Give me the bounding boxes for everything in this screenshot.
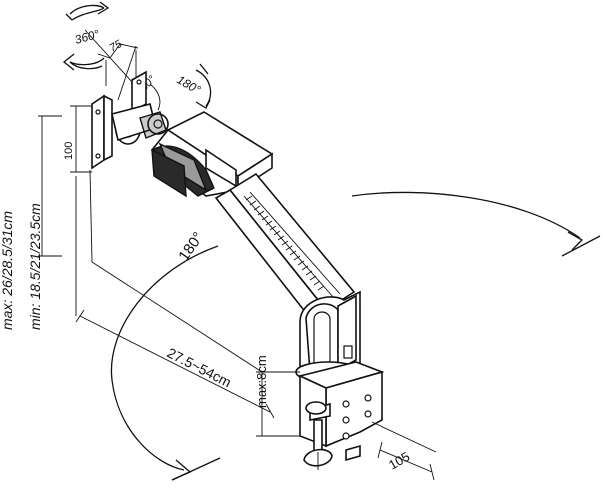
plate-height-dimension [70, 105, 92, 173]
tilt-head [111, 103, 169, 145]
tilt-arrow-icon [195, 63, 211, 109]
base-dimension [371, 421, 437, 481]
swing-180-label: 180° [175, 229, 207, 264]
plate-100-label: 100 [63, 142, 75, 160]
height-max-label: max: 26/28.5/31cm [0, 211, 15, 330]
reach-label: 27.5~54cm [165, 344, 234, 390]
forearm [214, 172, 356, 320]
desk-clamp [297, 361, 385, 470]
swivel-arc [149, 83, 161, 111]
desk-dimension [256, 371, 300, 437]
tilt-180-label: 180° [175, 72, 204, 97]
height-min-label: min: 18.5/21/23.5cm [27, 203, 43, 330]
rotation-arrow-icon [62, 1, 110, 71]
upper-arm [150, 111, 274, 198]
swing-arc-right [351, 191, 601, 257]
desk-max-label: max:8cm [254, 355, 269, 408]
swing-arc-left [110, 245, 221, 481]
reach-dimension [75, 169, 275, 419]
head-dimension-lines [84, 29, 139, 101]
rotation-360-label: 360° [73, 27, 101, 47]
vesa-plate [91, 70, 147, 170]
tilt-75-label: 75 [108, 38, 125, 55]
base-105-label: 105 [386, 449, 412, 473]
height-dimension [38, 115, 77, 316]
